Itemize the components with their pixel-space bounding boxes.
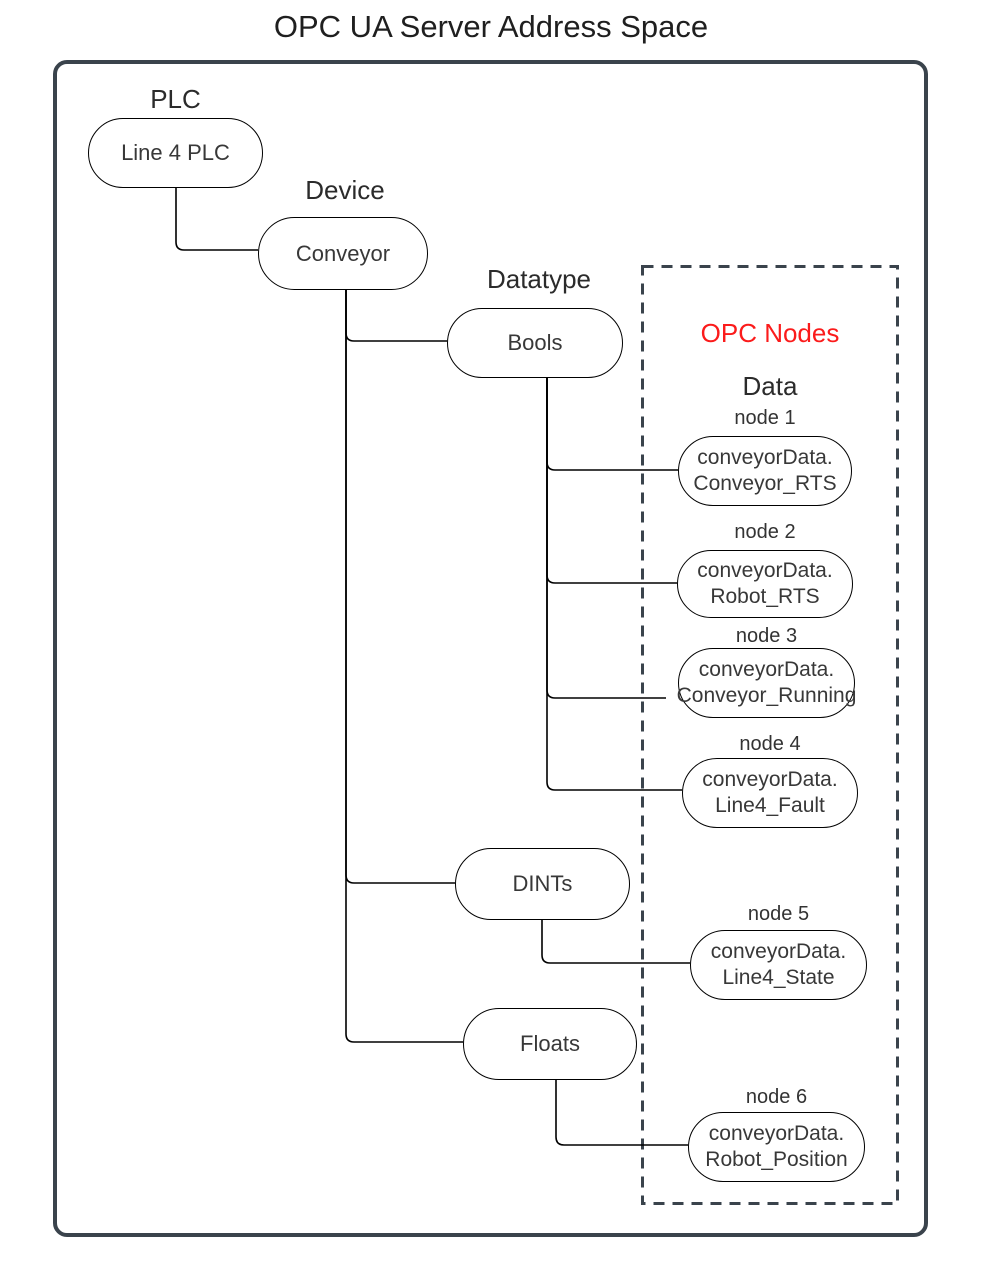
connector-floats-to-node6 bbox=[555, 1080, 688, 1146]
opc-node6: conveyorData. Robot_Position bbox=[688, 1112, 865, 1182]
opc-node2-caption: node 2 bbox=[734, 521, 796, 543]
node-dints-label: DINTs bbox=[512, 871, 573, 896]
group-label-datatype: Datatype bbox=[486, 264, 592, 294]
connector-bools-to-node3 bbox=[546, 378, 666, 699]
node-conveyor-label: Conveyor bbox=[295, 240, 391, 266]
opc-node6-line2: Robot_Position bbox=[705, 1148, 848, 1171]
opc-node1-line1: conveyorData. bbox=[697, 446, 833, 469]
group-label-plc: PLC bbox=[150, 84, 201, 114]
connector-conveyor-to-bools bbox=[345, 290, 447, 342]
opc-node5-line2: Line4_State bbox=[722, 966, 835, 989]
opc-node4-line2: Line4_Fault bbox=[715, 794, 825, 817]
node-dints: DINTs bbox=[455, 848, 630, 920]
opc-data-subheading: Data bbox=[742, 371, 798, 401]
opc-node2-line1: conveyorData. bbox=[697, 559, 833, 582]
node-bools-label: Bools bbox=[507, 330, 563, 355]
opc-node4-caption: node 4 bbox=[739, 733, 801, 755]
opc-node4-line1: conveyorData. bbox=[702, 768, 838, 791]
opc-node1-line2: Conveyor_RTS bbox=[693, 472, 837, 495]
connector-bools-to-node4 bbox=[546, 378, 682, 791]
address-space-boundary bbox=[53, 60, 928, 1237]
node-floats-label: Floats bbox=[520, 1031, 580, 1056]
node-conveyor: Conveyor bbox=[258, 217, 428, 290]
connector-conveyor-to-floats bbox=[345, 290, 463, 1043]
opc-nodes-boundary bbox=[641, 265, 899, 1205]
page-title: OPC UA Server Address Space bbox=[273, 9, 709, 44]
opc-node3-line1: conveyorData. bbox=[698, 658, 835, 681]
connector-bools-to-node2 bbox=[546, 378, 677, 584]
connector-plc-to-conveyor bbox=[175, 188, 258, 251]
opc-node2: conveyorData. Robot_RTS bbox=[677, 550, 853, 618]
connector-dints-to-node5 bbox=[541, 920, 690, 964]
opc-node3: conveyorData. Conveyor_Running bbox=[676, 648, 857, 718]
node-line4-plc: Line 4 PLC bbox=[88, 118, 263, 188]
opc-node1-caption: node 1 bbox=[734, 407, 796, 429]
node-bools: Bools bbox=[447, 308, 623, 378]
opc-node4: conveyorData. Line4_Fault bbox=[682, 758, 858, 828]
opc-node5-line1: conveyorData. bbox=[710, 940, 847, 963]
opc-node3-caption: node 3 bbox=[735, 625, 798, 647]
opc-node3-line2: Conveyor_Running bbox=[676, 684, 857, 707]
opc-node5-caption: node 5 bbox=[747, 903, 810, 925]
opc-node5: conveyorData. Line4_State bbox=[690, 930, 867, 1000]
opc-node6-line1: conveyorData. bbox=[708, 1122, 845, 1145]
node-line4-plc-label: Line 4 PLC bbox=[121, 140, 230, 165]
opc-node6-caption: node 6 bbox=[745, 1086, 808, 1108]
opc-nodes-heading: OPC Nodes bbox=[700, 318, 840, 348]
connector-conveyor-to-dints bbox=[345, 290, 455, 884]
node-floats: Floats bbox=[463, 1008, 637, 1080]
opc-node1: conveyorData. Conveyor_RTS bbox=[678, 436, 852, 506]
opc-node2-line2: Robot_RTS bbox=[710, 585, 820, 608]
group-label-device: Device bbox=[305, 175, 385, 205]
